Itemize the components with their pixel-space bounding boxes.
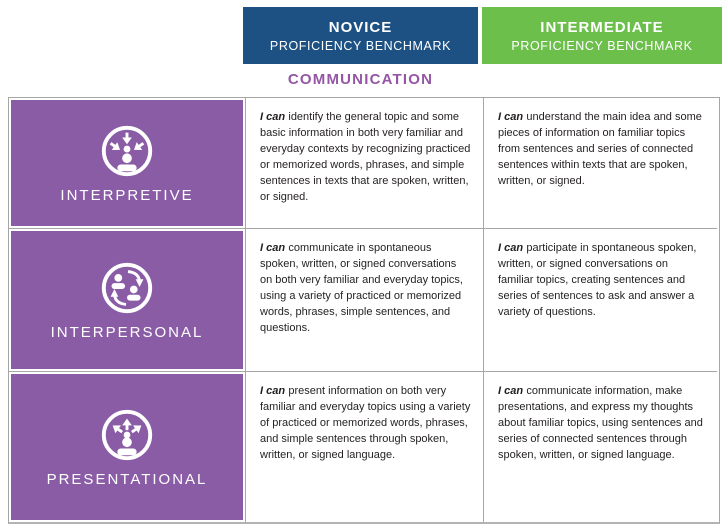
communication-section-label: COMMUNICATION [287, 71, 434, 88]
novice-benchmark-header: NOVICE PROFICIENCY BENCHMARK [243, 7, 478, 64]
statement-text: participate in spontaneous spoken, writt… [498, 242, 697, 318]
novice-level-label: NOVICE [328, 18, 393, 36]
i-can-lead: I can [498, 385, 524, 397]
i-can-lead: I can [498, 111, 524, 123]
i-can-lead: I can [498, 242, 524, 254]
intermediate-benchmark-header: INTERMEDIATE PROFICIENCY BENCHMARK [482, 7, 722, 64]
presentational-mode-label: PRESENTATIONAL [46, 471, 208, 488]
intermediate-subtitle: PROFICIENCY BENCHMARK [511, 38, 693, 53]
interpersonal-icon [101, 262, 153, 314]
presentational-mode-box: PRESENTATIONAL [11, 374, 243, 520]
presentational-mode-cell: PRESENTATIONAL [9, 372, 246, 522]
interpretive-mode-cell: INTERPRETIVE [9, 98, 246, 229]
i-can-lead: I can [260, 385, 286, 397]
statement-text: communicate information, make presentati… [498, 385, 703, 461]
interpretive-icon [101, 125, 153, 177]
i-can-lead: I can [260, 242, 286, 254]
benchmark-header: NOVICE PROFICIENCY BENCHMARK INTERMEDIAT… [243, 7, 722, 64]
presentational-icon [101, 409, 153, 461]
intermediate-level-label: INTERMEDIATE [540, 18, 664, 36]
novice-subtitle: PROFICIENCY BENCHMARK [269, 38, 452, 53]
interpretive-mode-label: INTERPRETIVE [60, 187, 194, 204]
interpretive-mode-box: INTERPRETIVE [11, 100, 243, 226]
interpersonal-mode-box: INTERPERSONAL [11, 231, 243, 369]
statement-text: present information on both very familia… [260, 385, 471, 461]
statement-text: identify the general topic and some basi… [260, 111, 471, 203]
interpersonal-mode-label: INTERPERSONAL [50, 324, 204, 341]
interpersonal-mode-cell: INTERPERSONAL [9, 229, 246, 372]
statement-text: communicate in spontaneous spoken, writt… [260, 242, 463, 334]
statement-text: understand the main idea and some pieces… [498, 111, 702, 187]
i-can-lead: I can [260, 111, 286, 123]
